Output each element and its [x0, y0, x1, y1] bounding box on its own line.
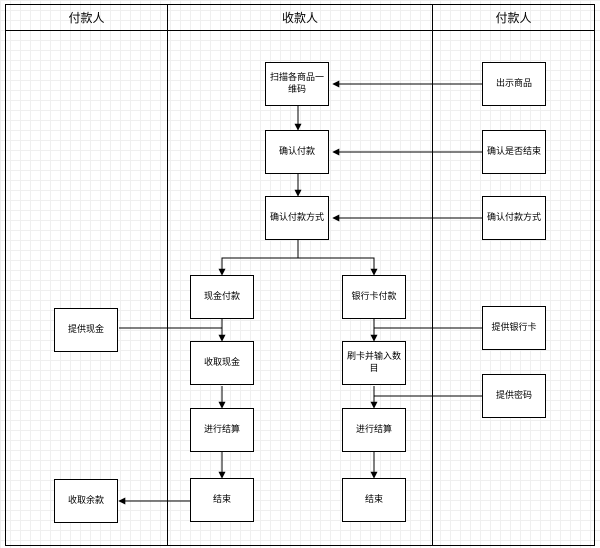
node-receive-cash: 收取现金: [190, 341, 254, 385]
node-cash-payment: 现金付款: [190, 275, 254, 319]
node-bank-card-payment: 银行卡付款: [342, 275, 406, 319]
node-end-cash: 结束: [190, 478, 254, 522]
edge-method-branch-left: [218, 240, 299, 276]
lane-header-divider: [5, 30, 595, 31]
node-provide-cash: 提供现金: [54, 308, 118, 352]
node-swipe-card: 刷卡并输入数目: [342, 341, 406, 385]
node-provide-password: 提供密码: [482, 374, 546, 418]
node-settle-cash: 进行结算: [190, 408, 254, 452]
node-settle-card: 进行结算: [342, 408, 406, 452]
node-provide-bank-card: 提供银行卡: [482, 306, 546, 350]
node-show-goods: 出示商品: [482, 62, 546, 106]
node-end-card: 结束: [342, 478, 406, 522]
node-receive-change: 收取余款: [54, 479, 118, 523]
node-confirm-end: 确认是否结束: [482, 130, 546, 174]
node-confirm-payment-method: 确认付款方式: [265, 196, 329, 240]
node-confirm-method-payer: 确认付款方式: [482, 196, 546, 240]
node-scan-barcode: 扫描各商品一维码: [265, 62, 329, 106]
lane-header-payee: 收款人: [281, 10, 318, 25]
edge-method-branch-right: [298, 257, 378, 276]
lane-payer-right: [432, 4, 595, 546]
node-confirm-payment: 确认付款: [265, 130, 329, 174]
lane-header-payer-right: 付款人: [495, 10, 532, 25]
lane-header-payer-left: 付款人: [68, 10, 105, 25]
